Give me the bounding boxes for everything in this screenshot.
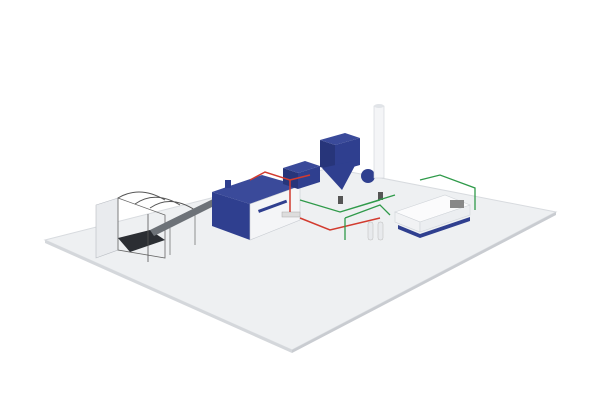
economizer bbox=[283, 161, 320, 189]
steam-pipe bbox=[249, 171, 381, 231]
pumps bbox=[281, 192, 464, 241]
bag-filter bbox=[320, 133, 360, 190]
fuel-storage-building bbox=[95, 191, 196, 262]
chimney bbox=[373, 104, 385, 179]
floor-edge-right bbox=[292, 212, 556, 353]
boiler bbox=[212, 175, 301, 241]
fuel-conveyor bbox=[150, 198, 218, 255]
induced-draft-fan bbox=[361, 169, 375, 183]
water-pipe bbox=[299, 174, 476, 240]
floor-platform bbox=[43, 167, 558, 351]
floor-edge bbox=[45, 240, 292, 353]
